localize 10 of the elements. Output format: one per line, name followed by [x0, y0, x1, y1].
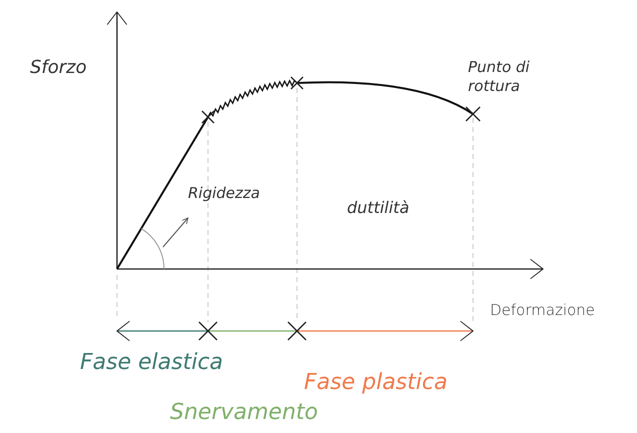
axis-label: Sforzo [30, 57, 87, 78]
phase-label: Fase plastica [304, 370, 448, 395]
angle-arc [140, 228, 164, 270]
annotation-text: Rigidezza [188, 184, 260, 202]
phase-label: Snervamento [170, 400, 318, 425]
phase-label: Fase elastica [80, 350, 224, 375]
axis-label: Deformazione [490, 301, 595, 319]
leader-arrow [162, 218, 188, 248]
annotation-text: duttilità [347, 198, 410, 217]
annotation-text: Punto di rottura [468, 58, 531, 96]
